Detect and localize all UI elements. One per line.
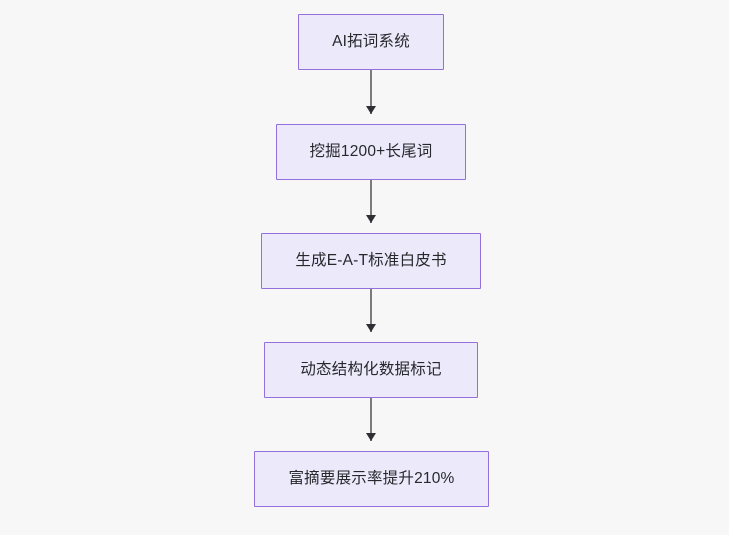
flow-node-5-label: 富摘要展示率提升210%: [288, 470, 455, 488]
flow-node-3[interactable]: 生成E-A-T标准白皮书: [261, 233, 481, 289]
arrowhead-3: [366, 324, 376, 332]
connector-line-3: [370, 289, 372, 332]
arrowhead-4: [366, 433, 376, 441]
flow-node-4[interactable]: 动态结构化数据标记: [264, 342, 478, 398]
connector-line-2: [370, 180, 372, 223]
flow-node-2-label: 挖掘1200+长尾词: [309, 143, 433, 161]
connector-line-4: [370, 398, 372, 441]
arrowhead-1: [366, 106, 376, 114]
flow-node-5[interactable]: 富摘要展示率提升210%: [254, 451, 489, 507]
flow-node-4-label: 动态结构化数据标记: [300, 361, 442, 379]
flow-node-3-label: 生成E-A-T标准白皮书: [295, 252, 447, 270]
flow-node-2[interactable]: 挖掘1200+长尾词: [276, 124, 466, 180]
flow-node-1-label: AI拓词系统: [332, 33, 410, 51]
connector-line-1: [370, 70, 372, 114]
flow-node-1[interactable]: AI拓词系统: [298, 14, 444, 70]
arrowhead-2: [366, 215, 376, 223]
